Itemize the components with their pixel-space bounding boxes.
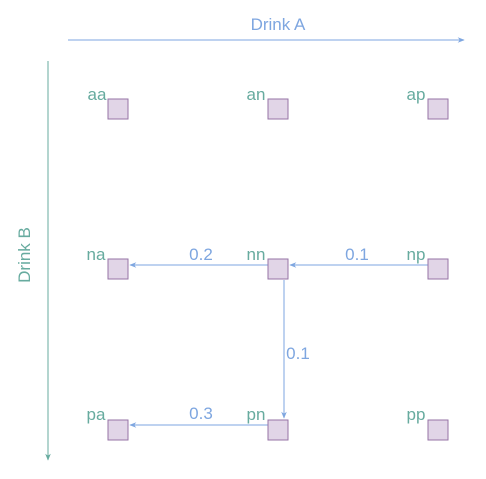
node-pp-box (427, 419, 449, 441)
edge-label-np-to-nn: 0.1 (345, 245, 369, 264)
node-ap-label: ap (407, 85, 426, 104)
node-nn-label: nn (247, 245, 266, 264)
node-na-label: na (87, 245, 106, 264)
node-np-box (427, 258, 449, 280)
node-an-box (267, 98, 289, 120)
node-pn-box (267, 419, 289, 441)
edge-label-pn-to-pa: 0.3 (189, 404, 213, 423)
node-an-label: an (247, 85, 266, 104)
node-pa-label: pa (87, 405, 106, 424)
edge-label-nn-to-na: 0.2 (189, 245, 213, 264)
drink-a-axis-label: Drink A (251, 15, 306, 34)
edge-label-nn-to-pn: 0.1 (286, 344, 310, 363)
node-np-label: np (407, 245, 426, 264)
node-aa-label: aa (88, 85, 107, 104)
node-pa-box (107, 419, 129, 441)
node-ap-box (427, 98, 449, 120)
node-aa-box (107, 98, 129, 120)
node-pn-label: pn (247, 405, 266, 424)
node-na-box (107, 258, 129, 280)
drink-b-axis-label: Drink B (15, 227, 34, 283)
node-pp-label: pp (407, 405, 426, 424)
node-nn-box (267, 258, 289, 280)
